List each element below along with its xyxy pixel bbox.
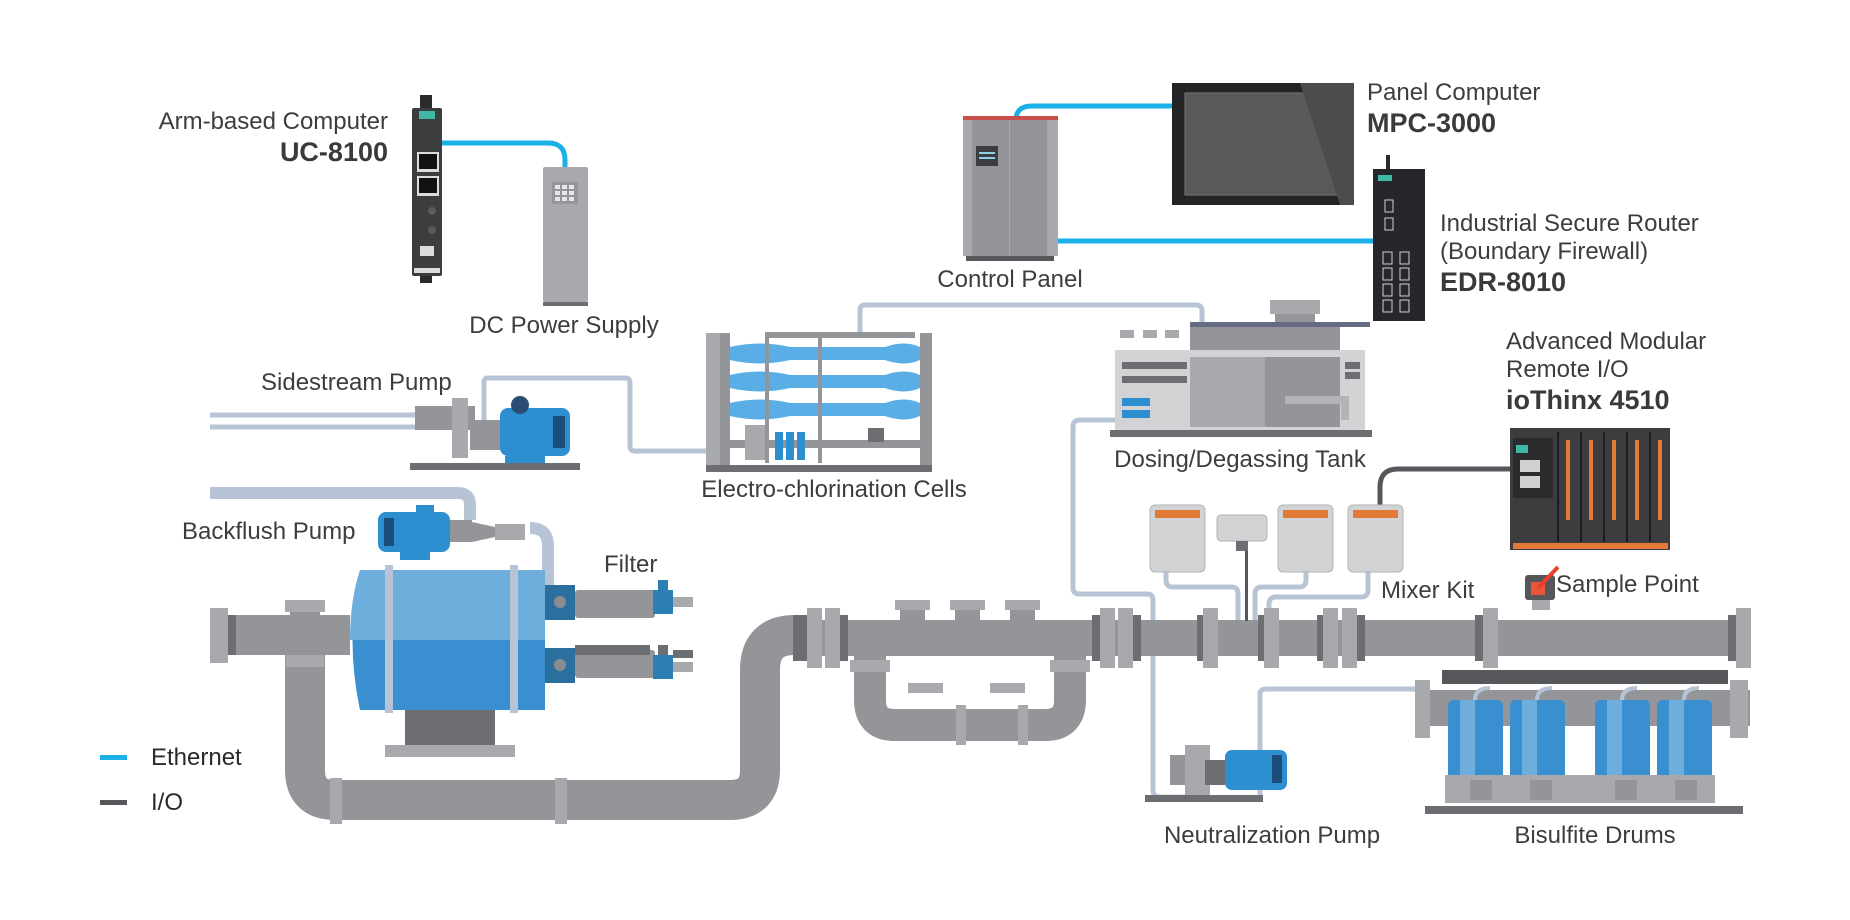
neutralization-pump	[1145, 745, 1287, 802]
iothinx-desc-line2: Remote I/O	[1506, 356, 1629, 383]
edr8010-label: Industrial Secure Router (Boundary Firew…	[1440, 210, 1699, 298]
ethernet-swatch	[100, 755, 127, 760]
mixer-kit	[1149, 504, 1404, 621]
water-lines	[210, 302, 1420, 800]
neutralization-pump-label: Neutralization Pump	[1163, 822, 1381, 849]
link-iothinx-mixer	[1377, 466, 1513, 508]
iothinx-model: ioThinx 4510	[1506, 385, 1670, 415]
backflush-inlet-pipe	[210, 487, 476, 520]
electro-chlorination-cells	[706, 332, 932, 472]
dc-power-label: DC Power Supply	[469, 312, 659, 339]
legend-item-io: I/O	[100, 780, 242, 825]
uc8100-label: Arm-based Computer UC-8100	[159, 108, 388, 168]
uc8100-device	[412, 95, 442, 283]
mpc3000-panel	[1172, 83, 1354, 205]
filter-vessel	[350, 565, 693, 757]
link-uc8100-power	[442, 140, 568, 172]
main-pipes	[210, 600, 1751, 824]
uc8100-desc: Arm-based Computer	[158, 108, 388, 135]
control-panel-label: Control Panel	[937, 266, 1083, 293]
uc8100-model: UC-8100	[279, 137, 388, 167]
edr8010-router	[1373, 155, 1425, 321]
edr8010-desc-line2: (Boundary Firewall)	[1440, 238, 1649, 265]
sample-point-label: Sample Point	[1556, 571, 1699, 598]
iothinx-label: Advanced Modular Remote I/O ioThinx 4510	[1506, 328, 1706, 416]
edr8010-model: EDR-8010	[1440, 267, 1567, 297]
edr8010-desc-line1: Industrial Secure Router	[1440, 210, 1699, 237]
legend: Ethernet I/O	[100, 735, 242, 825]
mpc3000-label: Panel Computer MPC-3000	[1367, 79, 1540, 139]
dosing-degassing-tank	[1110, 300, 1372, 437]
sample-point	[1525, 565, 1560, 610]
backflush-pump	[378, 505, 525, 560]
dosing-tank-label: Dosing/Degassing Tank	[1114, 446, 1366, 473]
legend-label-io: I/O	[151, 788, 184, 816]
filter-return-pipe	[529, 522, 554, 588]
control-panel-cabinet	[963, 116, 1058, 261]
iothinx-4510	[1510, 428, 1670, 550]
dc-power-supply	[543, 167, 588, 306]
mpc3000-desc: Panel Computer	[1367, 79, 1541, 106]
backflush-pump-label: Backflush Pump	[182, 518, 356, 545]
legend-label-ethernet: Ethernet	[151, 743, 242, 771]
sidestream-pump	[410, 396, 580, 470]
electro-cells-label: Electro-chlorination Cells	[701, 476, 967, 503]
sidestream-pump-label: Sidestream Pump	[261, 369, 452, 396]
bisulfite-drums-label: Bisulfite Drums	[1514, 822, 1676, 849]
io-swatch	[100, 800, 127, 805]
legend-item-ethernet: Ethernet	[100, 735, 242, 780]
iothinx-desc-line1: Advanced Modular	[1506, 328, 1707, 355]
mpc3000-model: MPC-3000	[1367, 108, 1497, 138]
mixer-kit-label: Mixer Kit	[1381, 577, 1475, 604]
bisulfite-drums	[1425, 686, 1743, 814]
filter-label: Filter	[604, 551, 658, 578]
